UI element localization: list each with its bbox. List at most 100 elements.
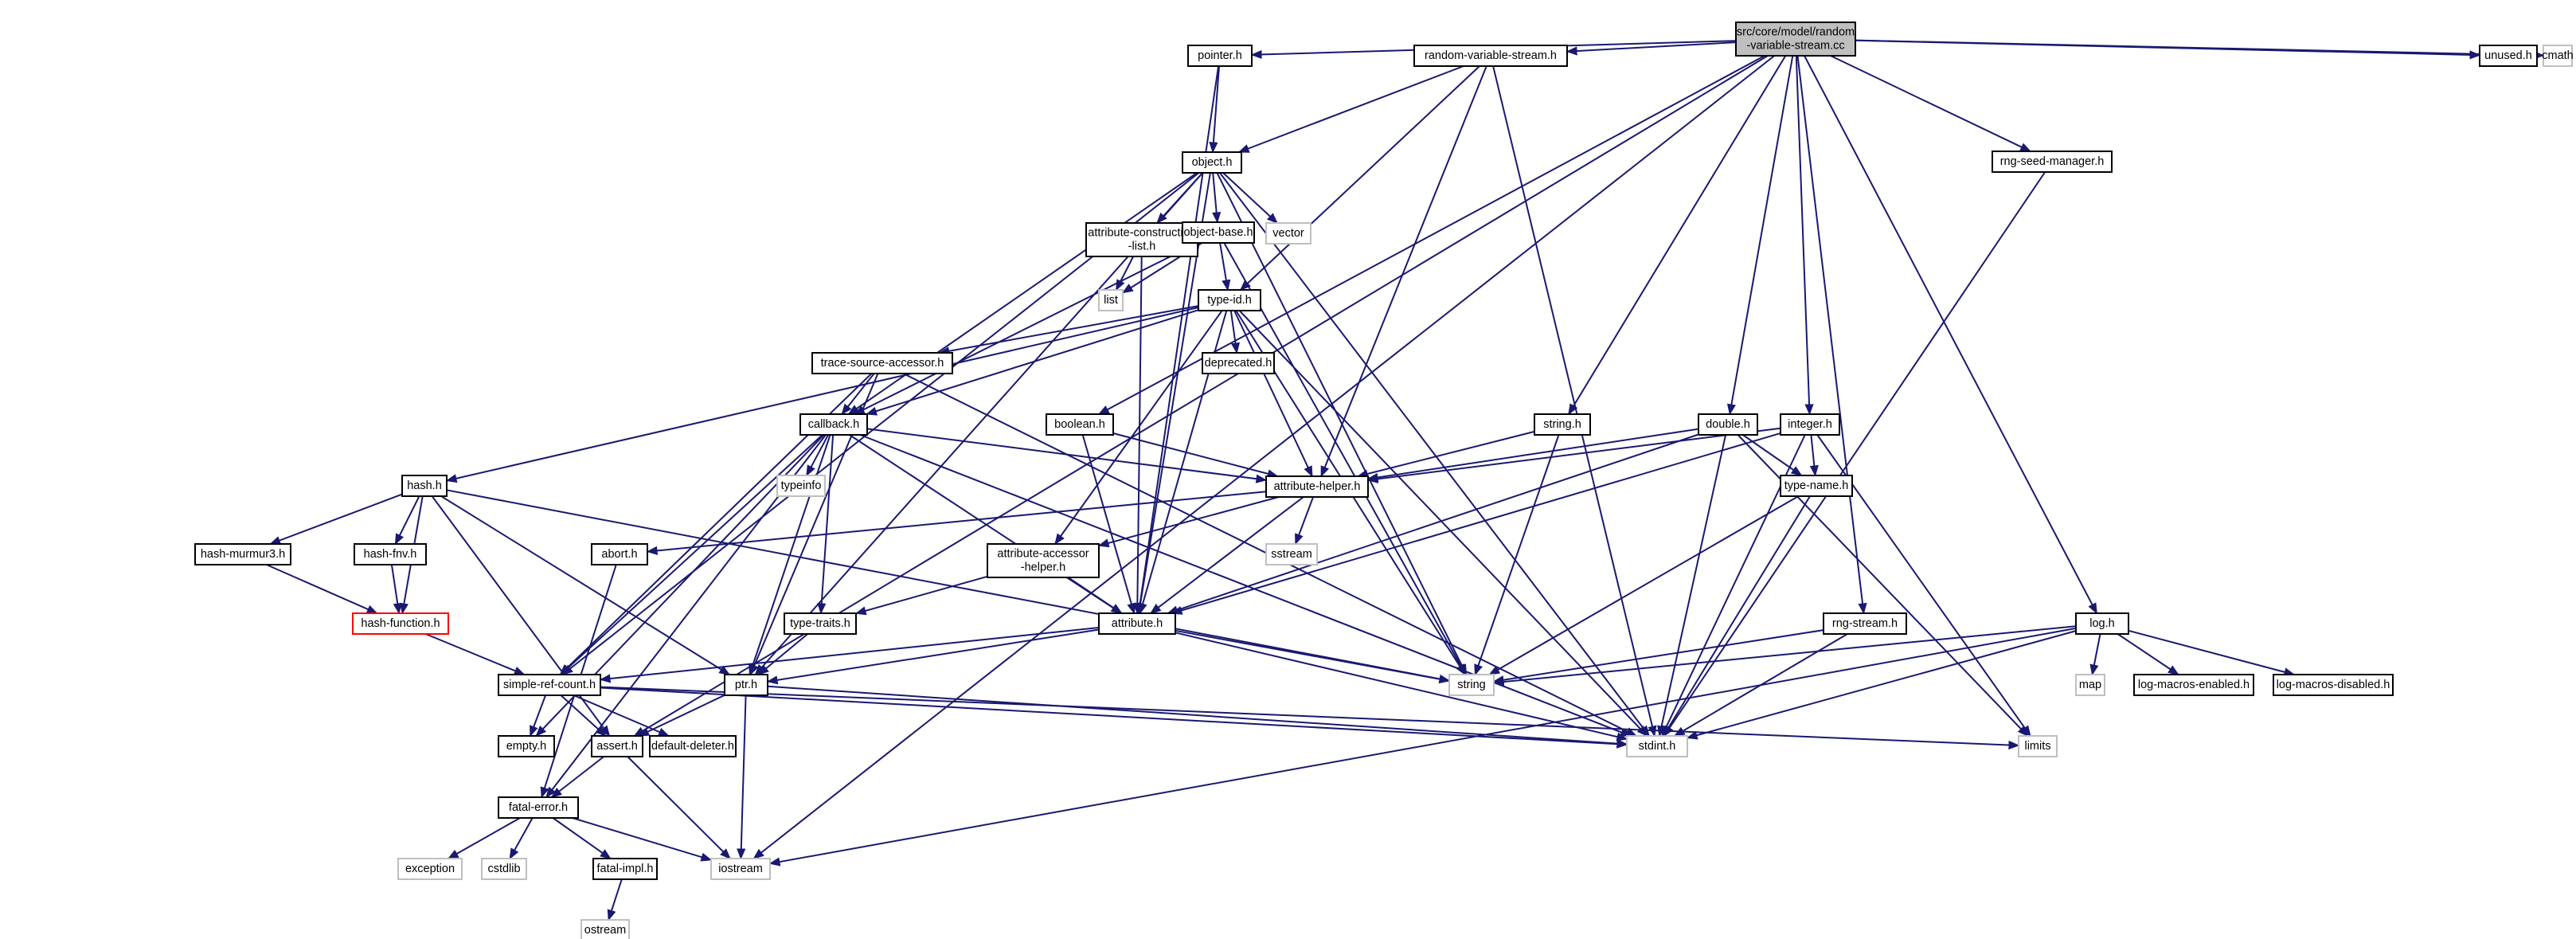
node-sstream[interactable]: sstream [1265,543,1318,565]
node-rngseed[interactable]: rng-seed-manager.h [1992,151,2113,173]
node-assert[interactable]: assert.h [591,735,643,757]
node-label-pointer: pointer.h [1198,49,1242,62]
node-ptr[interactable]: ptr.h [724,674,768,696]
node-abort[interactable]: abort.h [591,543,648,565]
node-integer[interactable]: integer.h [1780,413,1840,436]
node-double[interactable]: double.h [1698,413,1758,436]
node-ostream[interactable]: ostream [580,919,630,939]
node-tsa[interactable]: trace-source-accessor.h [811,352,953,374]
edge-root-to-rvs [1566,41,1737,56]
node-label-defdel: default-deleter.h [651,740,734,753]
node-label-map: map [2079,679,2101,691]
node-typeinfo[interactable]: typeinfo [776,475,826,497]
node-attracc[interactable]: attribute-accessor-helper.h [987,543,1100,578]
node-rngstream[interactable]: rng-stream.h [1823,612,1907,635]
node-fatalerr[interactable]: fatal-error.h [498,796,579,819]
node-deprecated[interactable]: deprecated.h [1202,352,1275,374]
node-fatalimpl[interactable]: fatal-impl.h [592,858,658,880]
node-hashfunc[interactable]: hash-function.h [352,612,449,635]
node-lme[interactable]: log-macros-enabled.h [2133,674,2254,696]
node-box-rngstream [1823,612,1907,635]
node-exception[interactable]: exception [397,858,463,880]
node-vector[interactable]: vector [1265,222,1311,245]
edge-typename-to-string [1488,495,1799,675]
edge-typeid-to-attrhelper [1233,310,1313,478]
node-fnv[interactable]: hash-fnv.h [354,543,427,565]
node-stringh[interactable]: string.h [1534,413,1591,436]
node-attrhelper[interactable]: attribute-helper.h [1265,475,1369,498]
node-rvs[interactable]: random-variable-stream.h [1413,45,1568,67]
node-box-defdel [649,735,737,757]
node-murmur[interactable]: hash-murmur3.h [194,543,291,565]
node-box-typeinfo [776,475,826,497]
node-src[interactable]: simple-ref-count.h [498,674,601,696]
edge-object-to-callback [847,172,1198,415]
node-box-root [1735,22,1856,57]
node-box-double [1698,413,1758,436]
node-box-ostream [580,919,630,939]
edge-fatalerr-to-exception [447,817,521,859]
node-hash[interactable]: hash.h [401,475,448,497]
edge-log-to-iostream [768,627,2077,867]
node-cmath[interactable]: cmath [2542,45,2574,67]
node-box-objbase [1182,221,1255,244]
node-typetraits[interactable]: type-traits.h [784,612,857,635]
node-label-fnv: hash-fnv.h [364,548,417,561]
node-box-vector [1265,222,1311,245]
edge-fatalimpl-to-ostream [607,878,623,921]
node-label-cmath: cmath [2542,49,2574,62]
node-box-typetraits [784,612,857,635]
edge-log-to-stdint [1686,630,2077,740]
node-typeid[interactable]: type-id.h [1198,289,1261,311]
node-box-attrhelper [1265,475,1369,498]
node-box-fnv [354,543,427,565]
node-log[interactable]: log.h [2075,612,2129,635]
node-root[interactable]: src/core/model/random-variable-stream.cc [1735,22,1856,57]
edge-object-to-stdint [1219,172,1650,738]
node-label-ostream: ostream [584,924,626,937]
edge-callback-to-stdint [859,434,1632,737]
edge-murmur-to-hashfunc [266,564,378,614]
node-box-hashfunc [352,612,449,635]
node-attrcons[interactable]: attribute-construction-list.h [1085,222,1198,257]
node-label-sstream: sstream [1271,548,1312,561]
edge-attrhelper-to-attracc [1097,496,1280,548]
node-label-typename: type-name.h [1784,479,1849,492]
node-map[interactable]: map [2075,674,2105,696]
node-attribute[interactable]: attribute.h [1098,612,1176,635]
node-typename[interactable]: type-name.h [1780,475,1853,497]
node-limits[interactable]: limits [2018,735,2058,757]
node-box-exception [397,858,463,880]
node-empty[interactable]: empty.h [498,735,555,757]
node-iostream[interactable]: iostream [710,858,771,880]
node-label-lmd: log-macros-disabled.h [2277,679,2390,691]
node-string[interactable]: string [1448,674,1495,696]
node-label-attracc: -helper.h [1021,561,1065,574]
node-label-vector: vector [1272,227,1304,240]
edge-ptr-to-stdint [767,685,1628,749]
node-stdint[interactable]: stdint.h [1626,735,1688,757]
node-label-integer: integer.h [1788,418,1832,431]
node-box-hash [401,475,448,497]
node-list[interactable]: list [1098,289,1124,311]
node-label-cstdlib: cstdlib [487,863,520,875]
node-box-fatalimpl [592,858,658,880]
node-box-object [1182,151,1242,174]
node-label-attrcons: attribute-construction [1088,227,1195,240]
node-box-attribute [1098,612,1176,635]
node-label-abort: abort.h [601,548,637,561]
edge-rngstream-to-string [1492,629,1824,685]
node-object[interactable]: object.h [1182,151,1242,174]
edge-double-to-attribute [1167,433,1699,615]
edge-fatalerr-to-fatalimpl [552,817,612,859]
node-lmd[interactable]: log-macros-disabled.h [2273,674,2394,696]
node-boolean[interactable]: boolean.h [1046,413,1114,436]
node-objbase[interactable]: object-base.h [1182,221,1255,244]
node-cstdlib[interactable]: cstdlib [481,858,527,880]
node-unused[interactable]: unused.h [2479,45,2538,67]
node-callback[interactable]: callback.h [799,413,868,436]
edge-typeid-to-callback [866,309,1199,416]
node-pointer[interactable]: pointer.h [1187,45,1253,67]
node-box-integer [1780,413,1840,436]
node-defdel[interactable]: default-deleter.h [649,735,737,757]
